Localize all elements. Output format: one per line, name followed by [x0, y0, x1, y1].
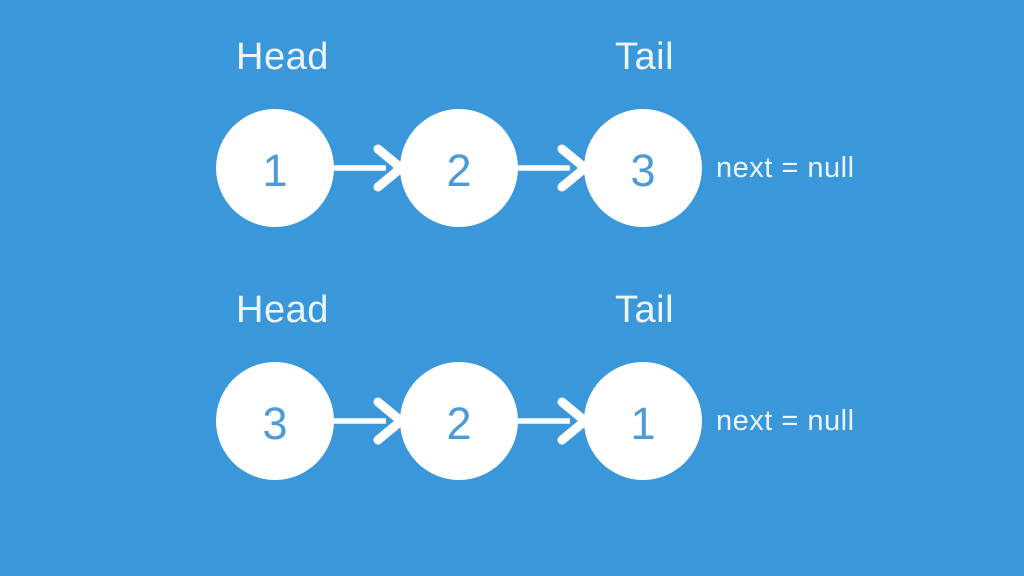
- list-node: 3: [584, 109, 702, 227]
- arrow-right-icon: [334, 397, 404, 445]
- arrow-right-icon: [518, 397, 588, 445]
- tail-label: Tail: [615, 36, 675, 78]
- tail-label: Tail: [615, 289, 675, 331]
- list-node: 3: [216, 362, 334, 480]
- node-value: 2: [446, 144, 472, 196]
- arrow-right-icon: [518, 144, 588, 192]
- list-node: 1: [216, 109, 334, 227]
- node-value: 3: [630, 144, 656, 196]
- node-value: 3: [262, 397, 288, 449]
- node-value: 1: [630, 397, 656, 449]
- list-node: 1: [584, 362, 702, 480]
- node-value: 1: [262, 144, 288, 196]
- list-node: 2: [400, 109, 518, 227]
- node-value: 2: [446, 397, 472, 449]
- next-null-annotation: next = null: [716, 405, 855, 437]
- list-node: 2: [400, 362, 518, 480]
- next-null-annotation: next = null: [716, 152, 855, 184]
- head-label: Head: [236, 289, 329, 331]
- linked-list-row-reversed: Head Tail 3 2 1 next = null: [0, 253, 1024, 503]
- arrow-right-icon: [334, 144, 404, 192]
- head-label: Head: [236, 36, 329, 78]
- linked-list-row-original: Head Tail 1 2 3 next = null: [0, 0, 1024, 250]
